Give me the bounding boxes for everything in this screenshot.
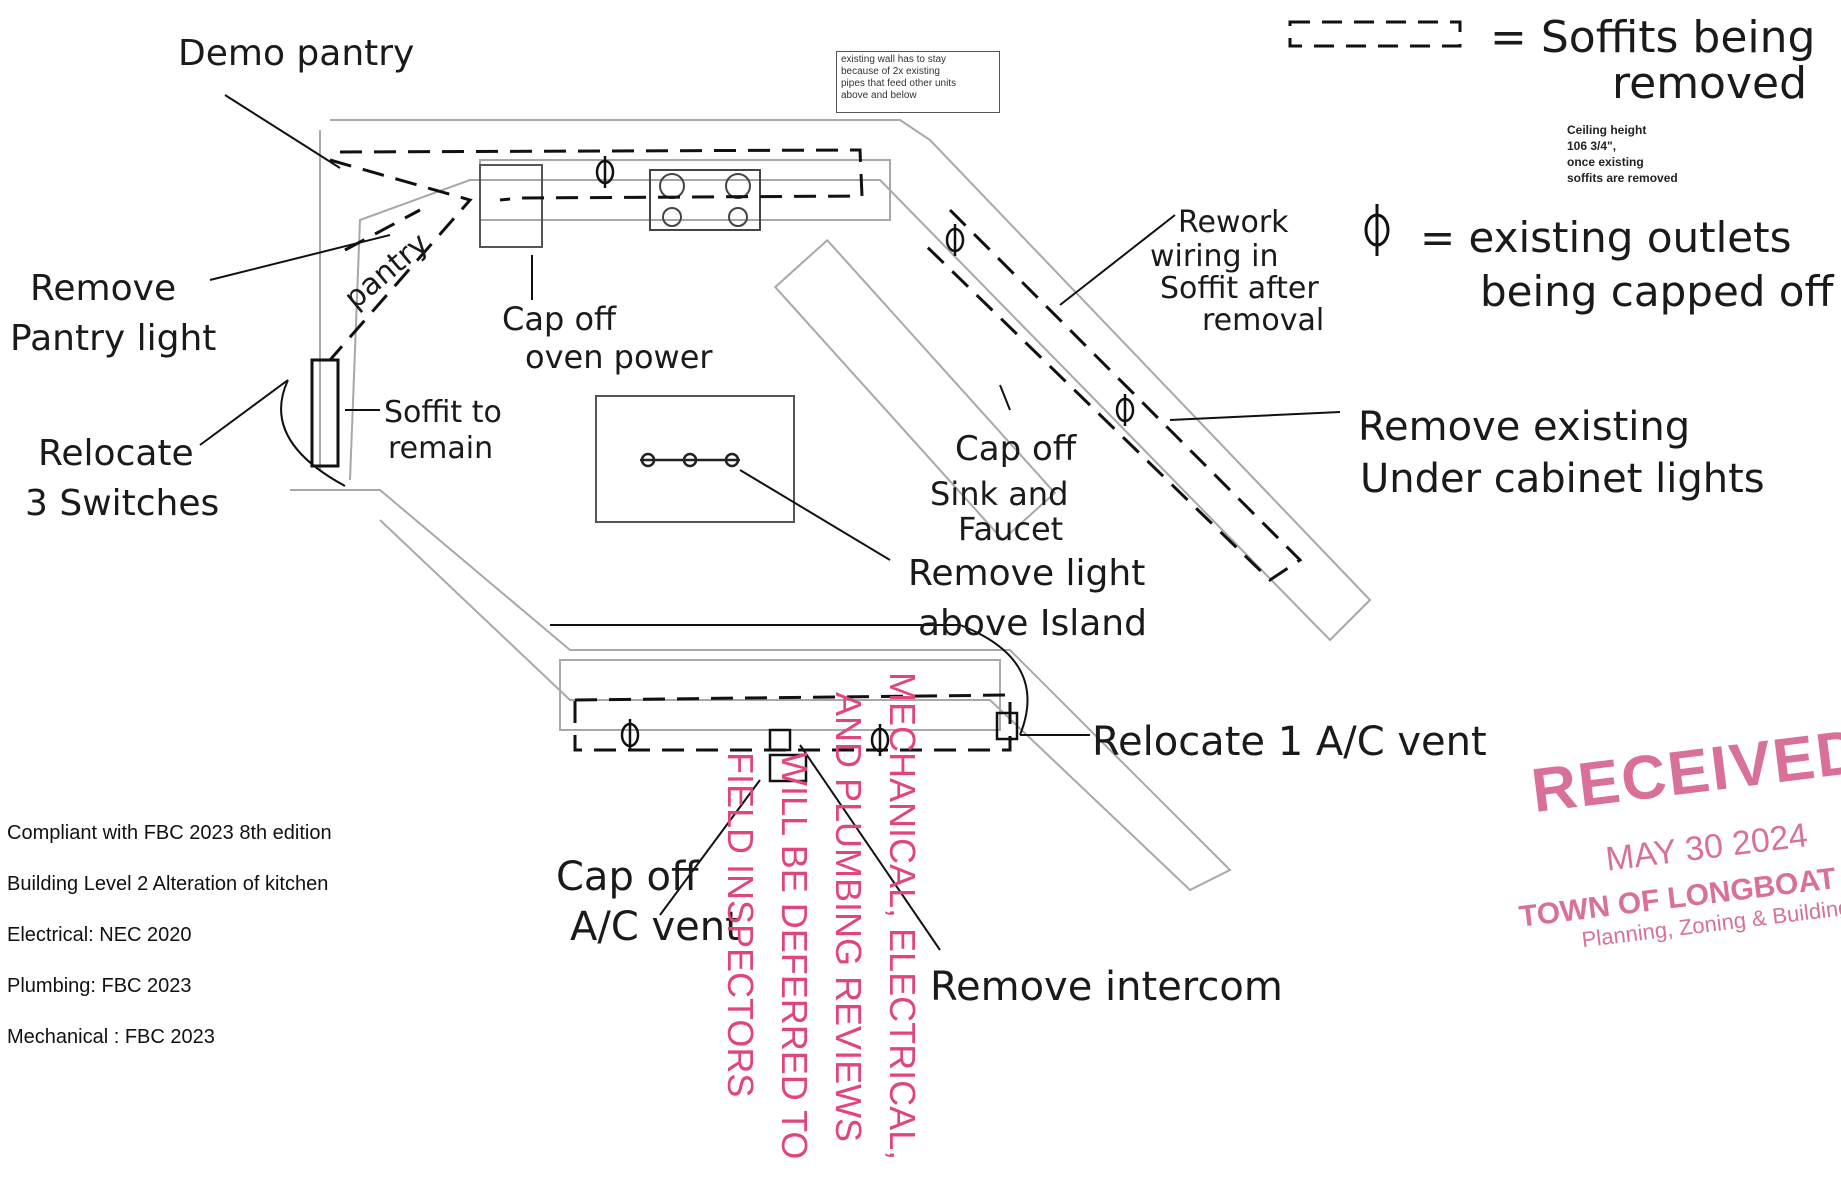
label-remove-island-light-2: above Island [918, 603, 1147, 644]
review-line-1: MECHANICAL, ELECTRICAL, [882, 672, 923, 1160]
code-note: Plumbing: FBC 2023 [7, 975, 192, 997]
label-rework-3: Soffit after [1160, 271, 1319, 306]
legend-soffit-text-2: removed [1612, 58, 1807, 109]
ac-vent-cap [768, 753, 808, 783]
label-remove-under-cabinet-2: Under cabinet lights [1360, 456, 1765, 502]
ceiling-line: 106 3/4", [1567, 139, 1617, 153]
label-soffit-remain-1: Soffit to [384, 395, 502, 430]
label-cap-off-sink-2: Sink and [930, 475, 1068, 513]
legend-outlet-text-1: = existing outlets [1420, 213, 1791, 262]
label-rework-4: removal [1202, 303, 1324, 338]
label-remove-under-cabinet-1: Remove existing [1358, 404, 1690, 450]
ac-vent-relocate [995, 711, 1019, 741]
label-cap-off-oven-1: Cap off [502, 300, 617, 338]
ceiling-line: Ceiling height [1567, 123, 1647, 137]
oven [479, 164, 543, 248]
leader-lines [199, 94, 1341, 951]
existing-wall-note: existing wall has to stay because of 2x … [836, 51, 1000, 113]
label-rework-1: Rework [1178, 205, 1289, 240]
label-relocate-ac-vent: Relocate 1 A/C vent [1092, 719, 1487, 765]
label-remove-intercom: Remove intercom [930, 964, 1283, 1010]
review-line-3: WILL BE DEFERRED TO [774, 752, 815, 1159]
label-remove-island-light-1: Remove light [908, 553, 1145, 594]
label-demo-pantry: Demo pantry [178, 33, 414, 74]
code-note: Electrical: NEC 2020 [7, 924, 192, 946]
legend-outlet-text-2: being capped off [1480, 267, 1834, 316]
soffit-dashes [328, 148, 1303, 752]
review-line-2: AND PLUMBING REVIEWS [828, 692, 869, 1142]
wall-note-line: pipes that feed other units [841, 78, 957, 89]
ceiling-line: soffits are removed [1567, 171, 1678, 185]
review-line-4: FIELD INSPECTORS [720, 752, 761, 1097]
label-remove-pantry-light-2: Pantry light [10, 318, 216, 359]
label-relocate-switches-2: 3 Switches [25, 483, 219, 524]
label-cap-off-oven-2: oven power [525, 338, 713, 376]
outlet-icons [595, 156, 1135, 756]
island-light-icon [640, 452, 740, 468]
island [595, 395, 795, 523]
label-cap-off-sink-3: Faucet [958, 510, 1063, 548]
wall-note-line: above and below [841, 90, 917, 101]
label-remove-pantry-light-1: Remove [30, 268, 176, 309]
cooktop-icon [649, 169, 761, 231]
label-soffit-remain-2: remain [388, 431, 493, 466]
label-cap-off-ac-1: Cap off [556, 854, 700, 900]
intercom [768, 728, 792, 752]
wall-note-line: existing wall has to stay [841, 54, 947, 65]
ceiling-note: Ceiling height 106 3/4", once existing s… [1567, 122, 1678, 186]
code-note: Mechanical : FBC 2023 [7, 1026, 215, 1048]
label-cap-off-sink-1: Cap off [955, 429, 1078, 469]
legend-soffit-text-1: = Soffits being [1490, 12, 1815, 63]
code-note: Compliant with FBC 2023 8th edition [7, 822, 332, 844]
label-rework-2: wiring in [1150, 239, 1278, 274]
code-notes: Compliant with FBC 2023 8th edition Buil… [7, 820, 332, 1075]
wall-note-line: because of 2x existing [841, 66, 940, 77]
outlet-legend-icon [1364, 204, 1390, 256]
ceiling-line: once existing [1567, 155, 1644, 169]
label-relocate-switches-1: Relocate [38, 433, 194, 474]
label-cap-off-ac-2: A/C vent [570, 904, 741, 950]
label-pantry: pantry [338, 226, 436, 316]
review-stamp: MECHANICAL, ELECTRICAL, AND PLUMBING REV… [720, 672, 923, 1160]
soffit-legend-icon [1288, 20, 1462, 48]
code-note: Building Level 2 Alteration of kitchen [7, 873, 329, 895]
switch-box [310, 358, 340, 468]
